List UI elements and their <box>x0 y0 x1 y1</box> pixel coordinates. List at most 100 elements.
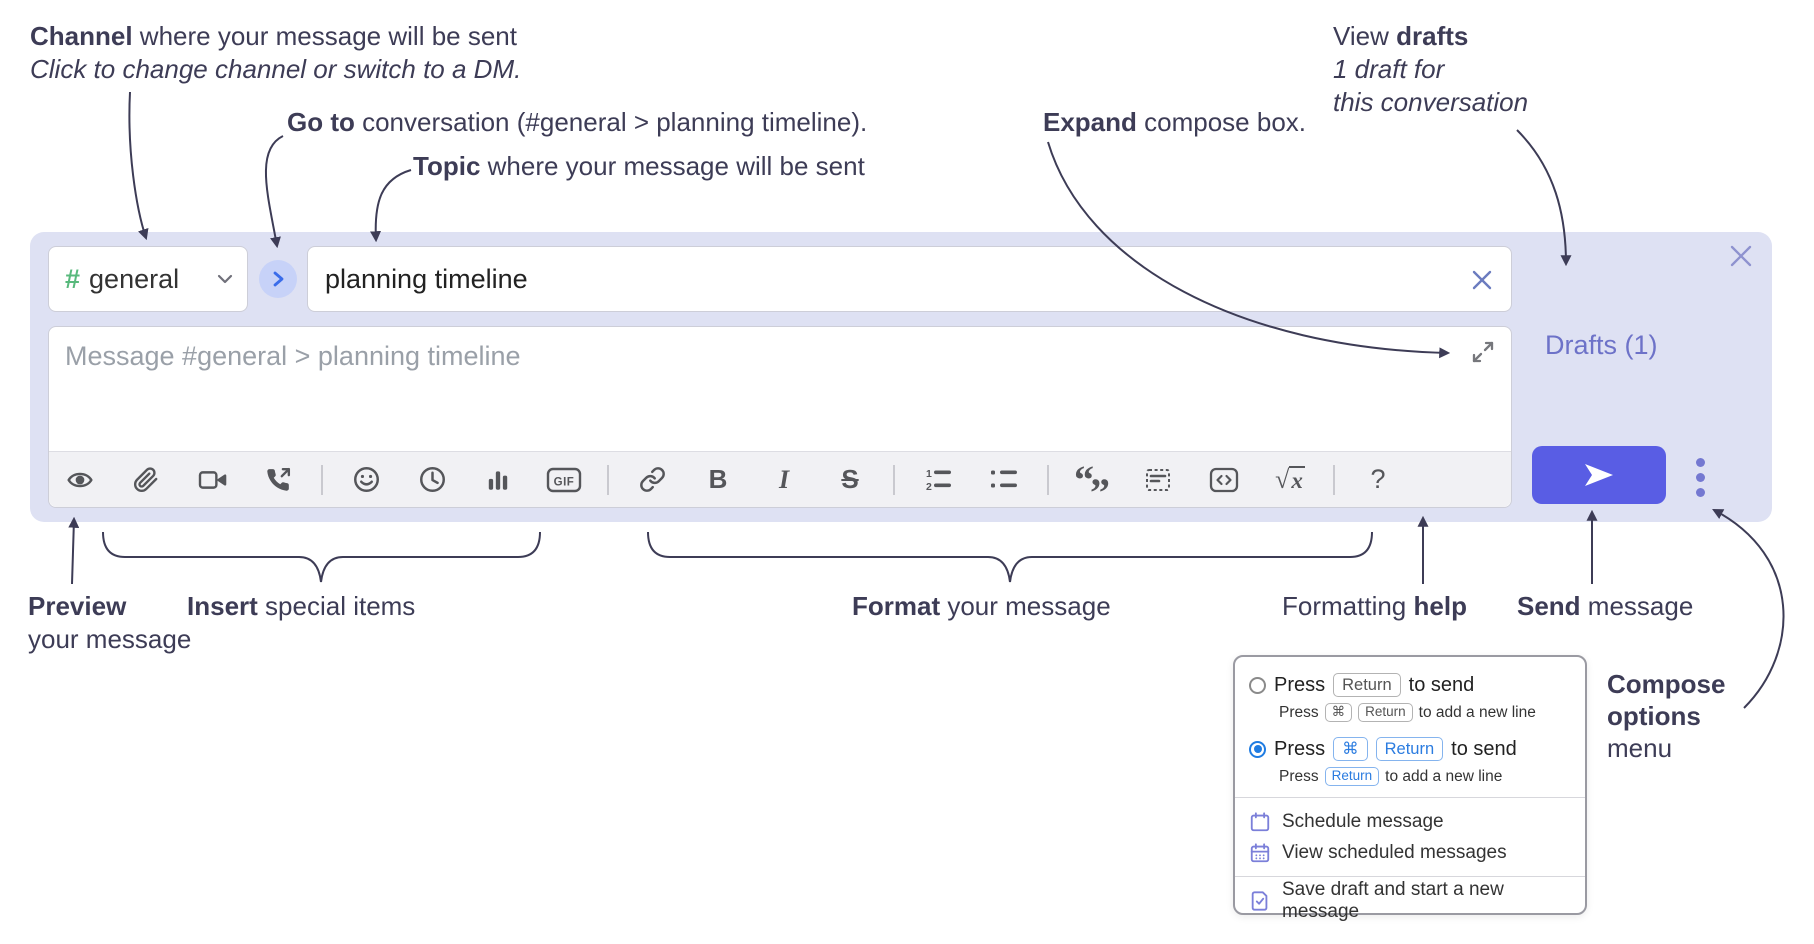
message-box: GIF B I S <box>48 326 1512 512</box>
arrow-goto <box>264 135 284 249</box>
menu-divider <box>1235 797 1585 798</box>
radio-unselected-icon <box>1249 676 1266 694</box>
bar-chart-icon <box>488 470 508 490</box>
code-button[interactable] <box>1201 457 1247 503</box>
annotation-expand: Expand compose box. <box>1043 107 1307 137</box>
key-chip: ⌘ <box>1324 702 1353 723</box>
channel-hash-icon: # <box>65 263 81 294</box>
close-compose-button[interactable] <box>1724 240 1758 274</box>
clock-icon <box>419 467 445 492</box>
ellipsis-dot <box>1695 472 1705 482</box>
topic-field <box>307 246 1512 312</box>
channel-selector[interactable]: # general <box>48 246 248 312</box>
message-input[interactable] <box>49 327 1511 453</box>
ellipsis-dot <box>1695 487 1705 497</box>
gif-button[interactable]: GIF <box>541 457 587 503</box>
send-button[interactable] <box>1532 446 1666 504</box>
arrow-preview <box>68 516 80 585</box>
radio-option-sub-note: Press Return to add a new line <box>1279 766 1503 787</box>
toolbar-divider <box>1333 464 1335 495</box>
close-icon <box>1730 245 1752 266</box>
bold-icon: B <box>708 464 728 494</box>
brace-format <box>647 531 1373 583</box>
gif-icon: GIF <box>546 467 582 492</box>
toolbar-divider <box>607 464 609 495</box>
key-chip: Return <box>1358 702 1413 723</box>
annotation-preview: Preview your message <box>28 591 192 654</box>
math-icon: √x <box>1275 464 1305 494</box>
annotation-insert: Insert special items <box>187 591 416 621</box>
key-chip: Return <box>1324 766 1380 787</box>
paperclip-icon <box>134 466 158 492</box>
numbered-list-icon: 1 2 <box>926 468 951 493</box>
annotation-compose-options: Compose options menu <box>1607 669 1726 763</box>
global-time-button[interactable] <box>409 457 455 503</box>
expand-icon <box>1472 341 1494 362</box>
preview-button[interactable] <box>57 457 103 503</box>
toolbar-divider <box>1047 464 1049 495</box>
bulleted-list-button[interactable] <box>981 457 1027 503</box>
voice-call-button[interactable] <box>255 457 301 503</box>
calendar-icon <box>1250 811 1270 831</box>
video-call-button[interactable] <box>189 457 235 503</box>
svg-text:1: 1 <box>926 468 932 480</box>
chevron-down-icon <box>217 274 233 284</box>
italic-icon: I <box>778 464 790 494</box>
smiley-icon <box>353 467 379 492</box>
poll-button[interactable] <box>475 457 521 503</box>
video-camera-icon <box>198 470 227 489</box>
message-formatting-help-button[interactable]: ? <box>1355 457 1401 503</box>
chevron-right-icon <box>273 271 284 287</box>
strikethrough-icon: S <box>841 464 859 494</box>
radio-option-cmd-return-to-send[interactable]: Press ⌘ Return to send <box>1235 734 1585 764</box>
spoiler-button[interactable] <box>1135 457 1181 503</box>
clear-x-icon <box>1472 270 1492 290</box>
phone-call-icon <box>267 467 291 491</box>
toolbar-divider <box>893 464 895 495</box>
radio-selected-icon <box>1249 740 1266 758</box>
annotation-view-drafts: View drafts 1 draft for this conversatio… <box>1333 21 1529 117</box>
menu-divider <box>1235 876 1585 877</box>
compose-box-panel: # general <box>30 232 1772 522</box>
send-icon <box>1585 464 1613 486</box>
attach-file-button[interactable] <box>123 457 169 503</box>
math-button[interactable]: √x <box>1267 457 1313 503</box>
compose-toolbar: GIF B I S <box>49 451 1511 512</box>
topic-clear-button[interactable] <box>1467 265 1497 295</box>
channel-name: general <box>89 263 180 294</box>
menu-item-save-draft-new-message[interactable]: Save draft and start a new message <box>1235 879 1585 922</box>
goto-conversation-button[interactable] <box>259 260 297 298</box>
radio-option-sub-note: Press ⌘ Return to add a new line <box>1279 702 1536 723</box>
link-button[interactable] <box>629 457 675 503</box>
calendar-grid-icon <box>1250 842 1270 862</box>
key-chip: Return <box>1375 736 1444 762</box>
annotation-format: Format your message <box>852 591 1111 621</box>
annotation-channel: Channel where your message will be sent … <box>30 21 522 84</box>
numbered-list-button[interactable]: 1 2 <box>915 457 961 503</box>
save-draft-icon <box>1251 890 1268 911</box>
emoji-button[interactable] <box>343 457 389 503</box>
link-icon <box>639 467 665 492</box>
quote-button[interactable]: “ ” <box>1069 457 1115 512</box>
compose-options-menu: Press Return to send Press ⌘ Return to a… <box>1233 655 1587 922</box>
strikethrough-button[interactable]: S <box>827 457 873 503</box>
menu-item-view-scheduled-messages[interactable]: View scheduled messages <box>1235 837 1585 868</box>
bulleted-list-icon <box>991 470 1017 487</box>
annotation-formatting-help: Formatting help <box>1282 591 1467 621</box>
drafts-link[interactable]: Drafts (1) <box>1545 330 1658 360</box>
italic-button[interactable]: I <box>761 457 807 503</box>
compose-options-button[interactable] <box>1682 454 1718 500</box>
key-chip: ⌘ <box>1333 736 1368 762</box>
svg-text:2: 2 <box>926 481 932 493</box>
code-icon <box>1209 467 1239 492</box>
toolbar-divider <box>321 464 323 495</box>
expand-compose-button[interactable] <box>1467 337 1499 369</box>
bold-button[interactable]: B <box>695 457 741 503</box>
menu-item-schedule-message[interactable]: Schedule message <box>1235 806 1585 837</box>
topic-input[interactable] <box>308 247 1511 311</box>
radio-option-return-to-send[interactable]: Press Return to send <box>1235 670 1585 700</box>
arrow-topic <box>370 169 412 243</box>
question-mark-icon: ? <box>1370 464 1386 494</box>
arrow-channel <box>128 91 149 241</box>
